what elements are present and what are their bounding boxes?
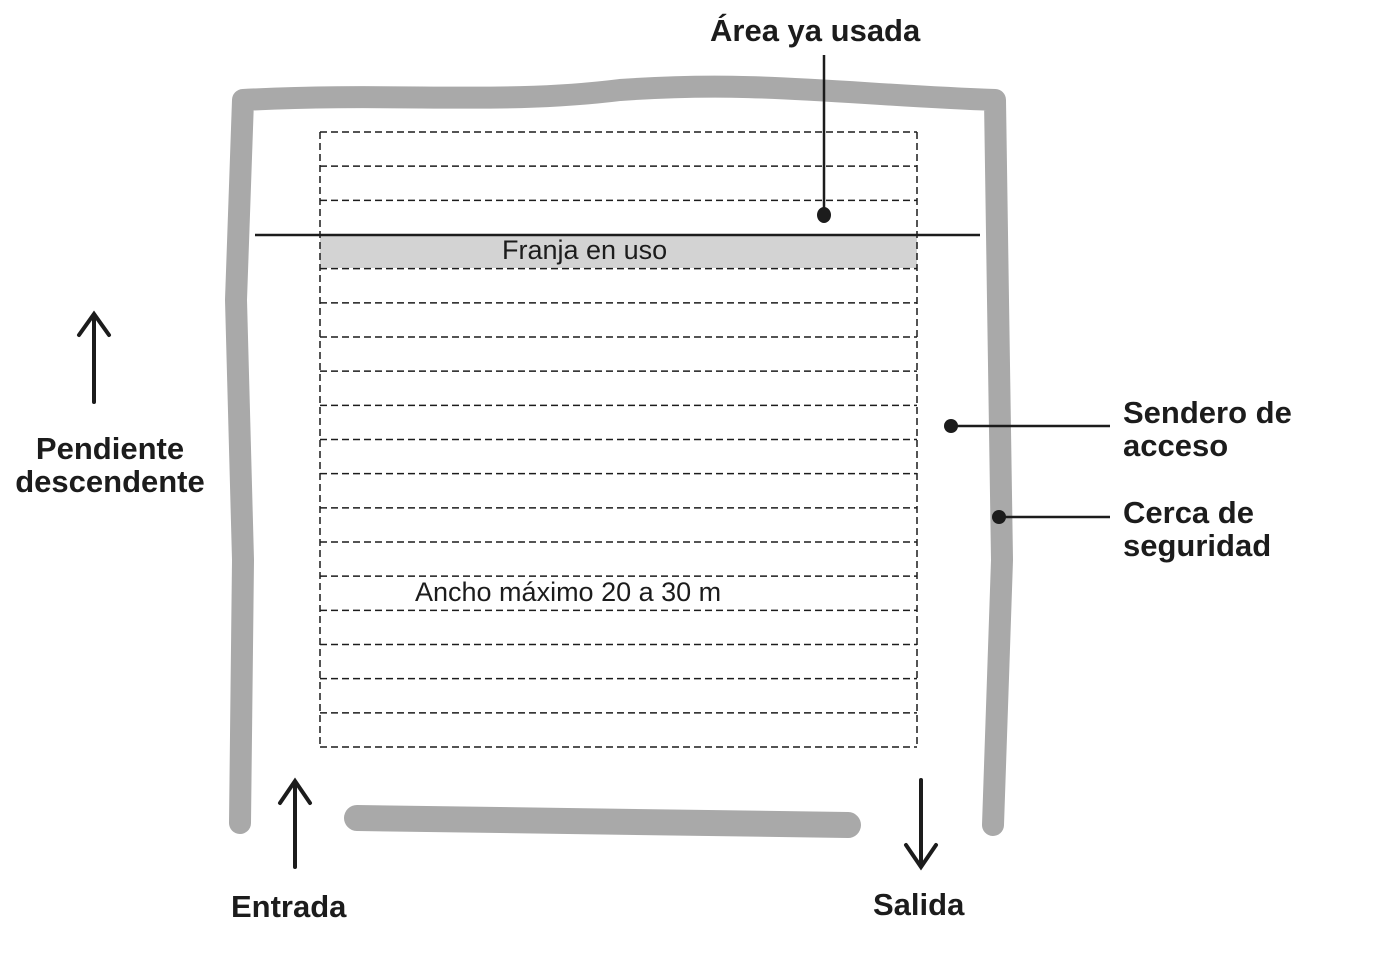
- access-path-label-line1: Sendero de: [1123, 395, 1292, 430]
- slope-label-line2: descendente: [15, 464, 205, 499]
- exit-label: Salida: [873, 887, 965, 922]
- area-used-label: Área ya usada: [710, 13, 921, 48]
- security-fence: [225, 75, 1013, 836]
- strip-in-use-label: Franja en uso: [502, 235, 668, 265]
- area-used-dot: [817, 207, 831, 223]
- fence-label: Cerca de seguridad: [1123, 496, 1271, 562]
- fence-label-line1: Cerca de: [1123, 495, 1254, 530]
- fence-dot: [992, 510, 1006, 524]
- bottom-fence-segment: [344, 805, 861, 838]
- fence-label-line2: seguridad: [1123, 528, 1272, 563]
- entrance-label: Entrada: [231, 889, 347, 924]
- access-path-label: Sendero de acceso: [1123, 396, 1292, 462]
- slope-label: Pendiente descendente: [10, 432, 210, 498]
- access-path-label-line2: acceso: [1123, 428, 1229, 463]
- strip-in-use: [320, 235, 917, 268]
- exit-arrow-icon: [904, 778, 938, 871]
- strip-lines: [319, 131, 918, 748]
- slope-arrow-icon: [77, 310, 111, 404]
- slope-label-line1: Pendiente: [35, 431, 185, 466]
- access-path-dot: [944, 419, 958, 433]
- max-width-label: Ancho máximo 20 a 30 m: [415, 577, 722, 607]
- entrance-arrow-icon: [278, 777, 312, 869]
